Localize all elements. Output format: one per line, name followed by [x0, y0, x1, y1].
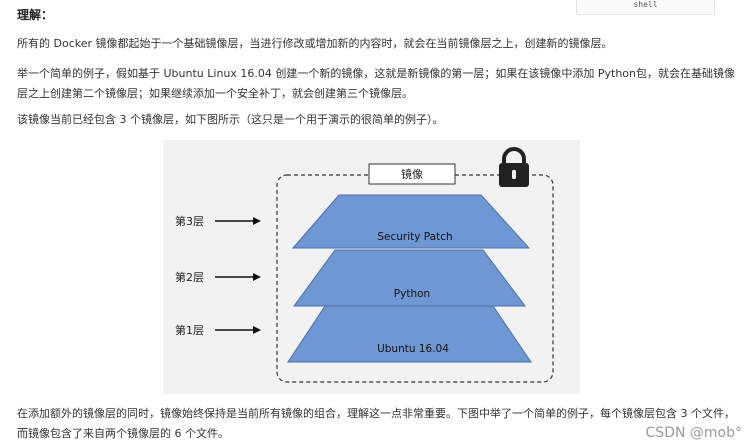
layer-side-label-2: 第2层 [175, 270, 204, 284]
watermark: CSDN @mob° [645, 425, 742, 441]
layer-side-label-1: 第1层 [175, 323, 204, 337]
code-language-tag: shell [576, 0, 715, 15]
section-heading: 理解： [17, 8, 54, 22]
layer-side-label-3: 第3层 [175, 214, 204, 228]
paragraph-figure-caption: 该镜像当前已经包含 3 个镜像层，如下图所示（这只是一个用于演示的很简单的例子）… [17, 113, 444, 126]
layer-shape-2 [293, 249, 526, 307]
image-layers-diagram: 镜像 Security Patch Python Ubuntu 16.04 第3… [163, 140, 580, 394]
arrow-icon-layer-2 [215, 273, 261, 281]
paragraph-composition: 在添加额外的镜像层的同时，镜像始终保持是当前所有镜像的组合，理解这一点非常重要。… [17, 407, 735, 440]
layer-name-2: Python [394, 288, 430, 300]
layer-name-1: Ubuntu 16.04 [377, 343, 449, 355]
layer-name-3: Security Patch [377, 231, 452, 243]
image-label-box [368, 163, 456, 185]
layer-shape-3 [291, 194, 531, 249]
image-label: 镜像 [401, 167, 423, 181]
paragraph-example: 举一个简单的例子，假如基于 Ubuntu Linux 16.04 创建一个新的镜… [17, 67, 735, 100]
arrow-icon-layer-3 [215, 217, 261, 225]
arrow-icon-layer-1 [215, 326, 261, 334]
paragraph-intro: 所有的 Docker 镜像都起始于一个基础镜像层，当进行修改或增加新的内容时，就… [17, 37, 613, 50]
padlock-icon [499, 147, 529, 187]
